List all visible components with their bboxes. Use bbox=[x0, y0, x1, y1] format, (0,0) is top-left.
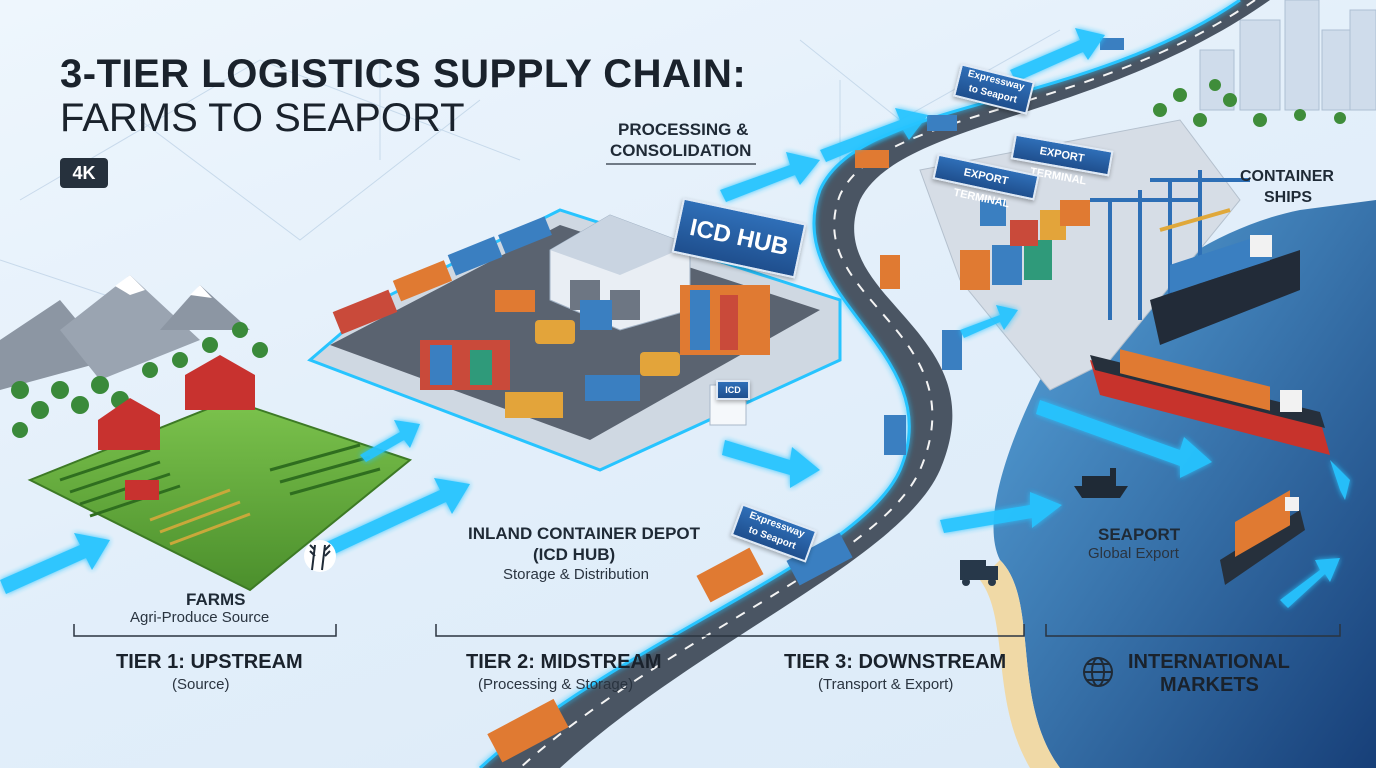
flow-arrows bbox=[0, 28, 1350, 608]
page-title-line1: 3-TIER LOGISTICS SUPPLY CHAIN: bbox=[60, 52, 747, 96]
resolution-badge: 4K bbox=[60, 158, 108, 188]
ship-2 bbox=[1090, 349, 1330, 455]
crop-rows bbox=[59, 443, 381, 546]
truck-icon bbox=[960, 560, 998, 586]
forest bbox=[11, 322, 268, 438]
page-title-line2: FARMS TO SEAPORT bbox=[60, 96, 465, 140]
tier-brackets bbox=[73, 624, 1341, 637]
ship-3 bbox=[1220, 490, 1305, 585]
container-ships-label-line2: SHIPS bbox=[1264, 189, 1313, 206]
wheat-icon bbox=[304, 540, 336, 572]
international-markets-line2: MARKETS bbox=[1160, 674, 1259, 696]
icd-label-line1: INLAND CONTAINER DEPOT bbox=[468, 524, 701, 543]
seaport-sublabel: Global Export bbox=[1088, 545, 1179, 562]
barns bbox=[98, 355, 255, 450]
cranes bbox=[1090, 170, 1250, 320]
processing-label-line1: PROCESSING & bbox=[618, 120, 749, 139]
processing-label-line2: CONSOLIDATION bbox=[610, 141, 752, 160]
icd-container-stacks bbox=[420, 285, 770, 418]
icd-loaders bbox=[535, 320, 680, 376]
ship-1 bbox=[1150, 232, 1300, 345]
tier-1-subtitle: (Source) bbox=[172, 676, 230, 693]
container-ships-label-line1: CONTAINER bbox=[1240, 168, 1334, 185]
icd-sublabel: Storage & Distribution bbox=[503, 566, 649, 583]
city-skyline bbox=[1199, 0, 1376, 111]
international-markets-line1: INTERNATIONAL bbox=[1128, 651, 1290, 673]
icd-rail bbox=[332, 216, 552, 335]
tractor bbox=[125, 480, 159, 500]
mountains bbox=[0, 275, 250, 390]
farms-label: FARMS bbox=[186, 590, 246, 609]
tier-3-title: TIER 3: DOWNSTREAM bbox=[784, 651, 1007, 673]
farms-sublabel: Agri-Produce Source bbox=[130, 609, 270, 626]
road-trucks bbox=[487, 38, 1124, 763]
coast-trees bbox=[1153, 79, 1346, 127]
tier-3-subtitle: (Transport & Export) bbox=[818, 676, 954, 693]
tier-2-subtitle: (Processing & Storage) bbox=[478, 676, 634, 693]
tier-1-title: TIER 1: UPSTREAM bbox=[116, 651, 303, 673]
icd-gate-sign: ICD bbox=[716, 380, 750, 400]
road-lane-markings bbox=[519, 0, 1256, 768]
beach bbox=[980, 560, 1060, 768]
globe-icon bbox=[1083, 657, 1113, 687]
port-containers bbox=[960, 200, 1090, 290]
tier-2-title: TIER 2: MIDSTREAM bbox=[466, 651, 662, 673]
ship-icon bbox=[1074, 468, 1128, 498]
seaport-label: SEAPORT bbox=[1098, 525, 1181, 544]
icd-label-line2: (ICD HUB) bbox=[533, 545, 616, 564]
